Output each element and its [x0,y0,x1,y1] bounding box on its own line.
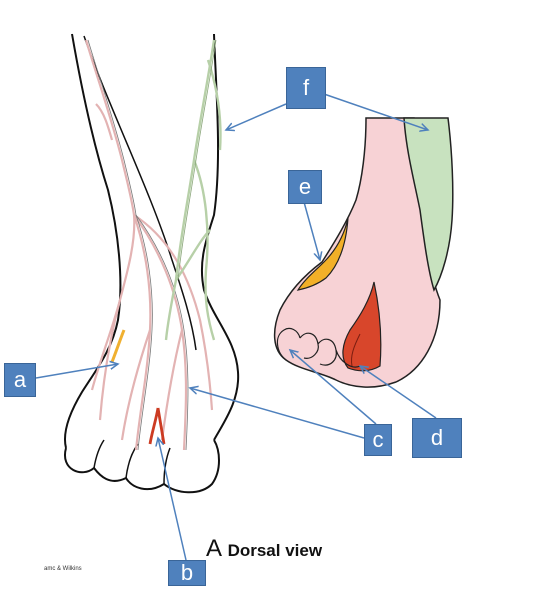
arrow-b [158,438,187,561]
yellow-territory[interactable] [296,217,349,291]
label-e[interactable]: e [288,170,322,204]
leg-contour-line [83,35,197,351]
red-territory[interactable] [342,281,382,372]
label-d[interactable]: d [412,418,462,458]
caption-text: Dorsal view [227,541,323,560]
pointer-arrows [35,93,437,561]
arrow-c-left [190,388,365,439]
green-territory[interactable] [403,117,454,292]
saphenous-nerve [164,39,222,341]
figure-caption: A Dorsal view [206,535,322,563]
arrow-c-right [290,350,377,425]
red-nerve-branch [148,407,166,445]
leg-outline-right [200,33,240,441]
arrow-f-right [323,93,428,130]
yellow-nerve-branch [110,329,126,363]
arrow-a [35,364,118,379]
leg-outline-left [64,33,122,449]
label-a[interactable]: a [4,363,36,397]
arrow-d [360,366,437,419]
superficial-peroneal-nerve-branches [84,39,214,451]
label-b[interactable]: b [168,560,206,586]
caption-letter: A [206,535,223,562]
label-c[interactable]: c [364,424,392,456]
arrow-e [303,201,320,260]
right-foot-territory-map [273,117,454,388]
right-foot-toes [276,327,361,368]
label-f[interactable]: f [286,67,326,109]
nerve-outlines [87,39,189,451]
arrow-f-left [226,103,287,130]
image-credit: amc & Wilkins [44,566,82,572]
toes-outline [63,439,220,494]
left-foot-illustration [63,33,240,494]
